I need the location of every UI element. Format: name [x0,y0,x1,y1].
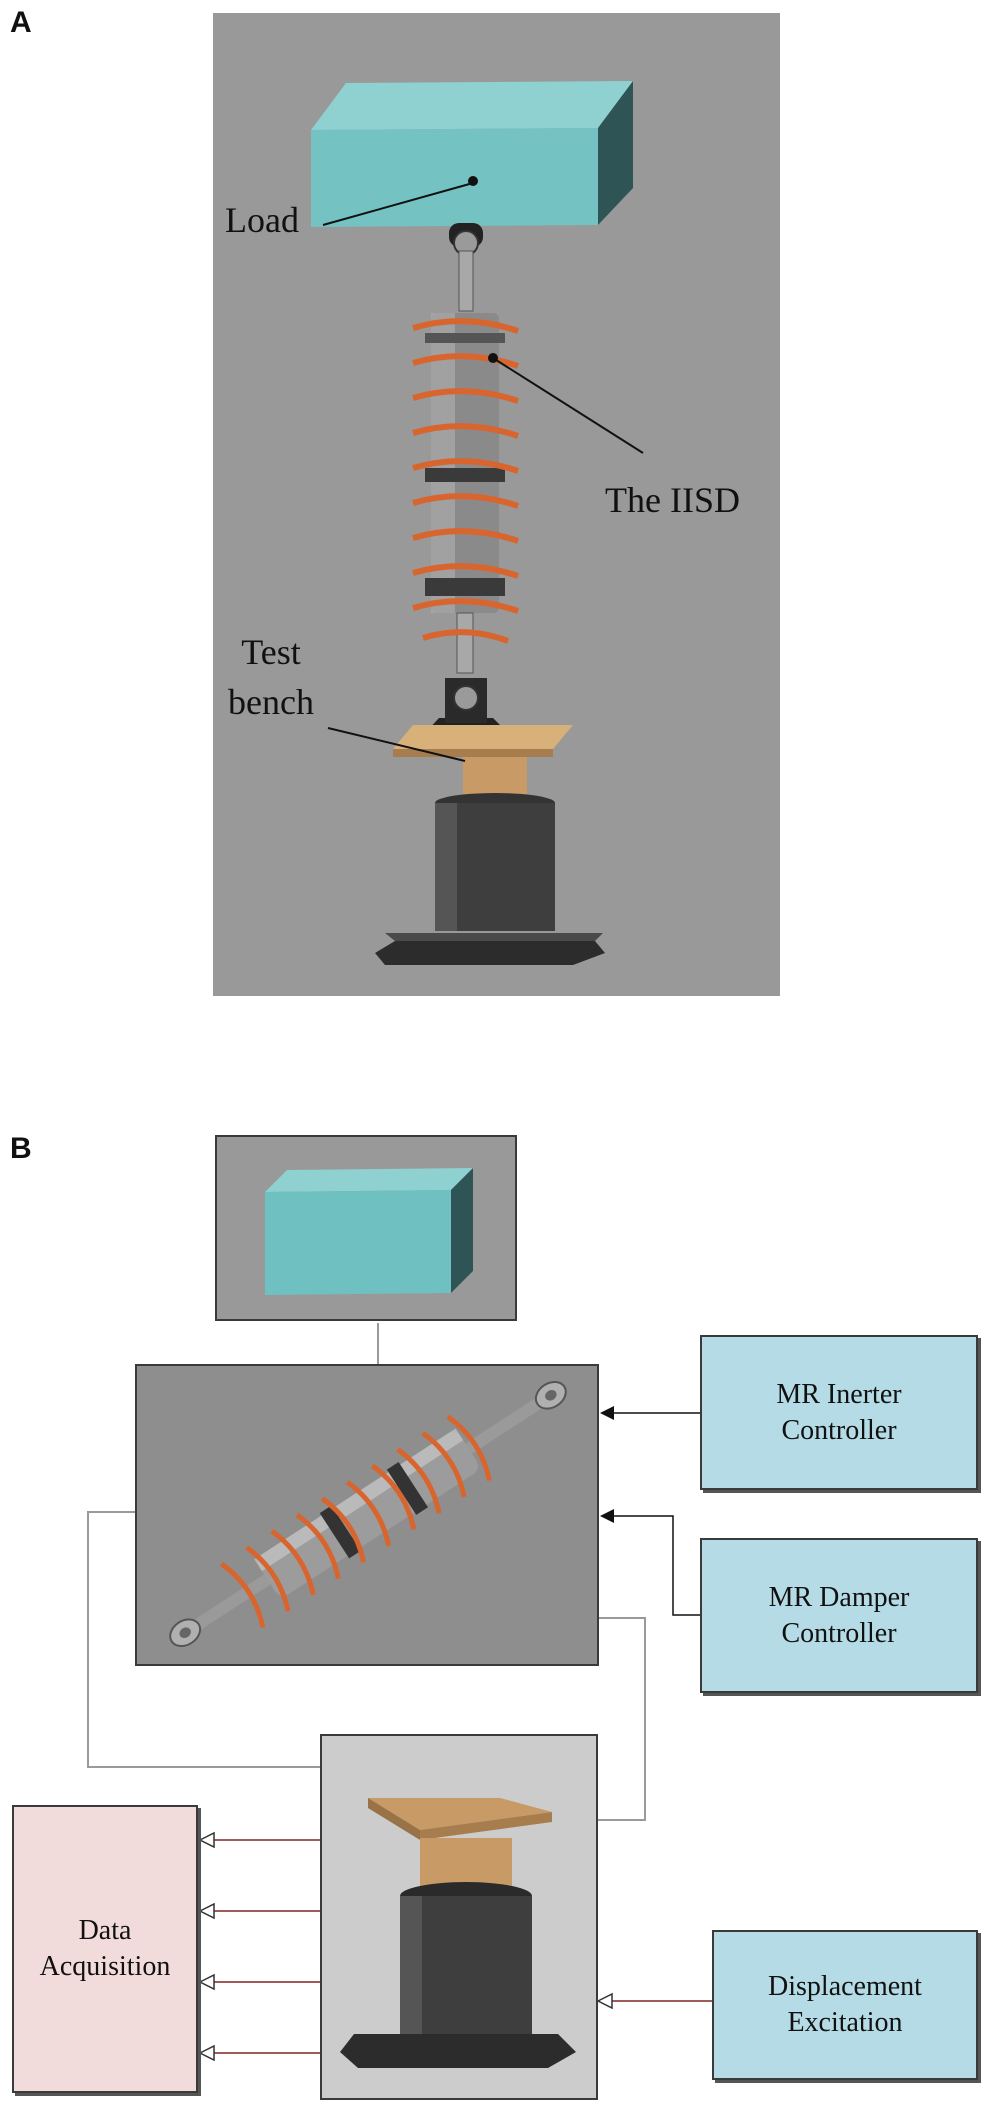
acq-arrowhead-2 [198,1902,215,1920]
bench-render-box [320,1734,598,2100]
damper-arrowhead [600,1509,614,1523]
displacement-line2: Excitation [787,2007,903,2038]
label-load: Load [225,200,299,240]
label-test-bench: Test bench [228,627,314,727]
load-render-box [215,1135,517,1321]
load-leader-dot [468,176,478,186]
panel-b-letter: B [10,1132,32,1165]
test-bench [375,725,605,965]
label-test-bench-line2: bench [228,682,314,722]
mr-inerter-line2: Controller [781,1414,897,1446]
leader-lines [322,182,644,762]
mr-damper-line1: MR Damper [768,1581,910,1613]
mr-inerter-controller-block: MR Inerter Controller [700,1335,978,1490]
displacement-excitation-block: Displacement Excitation [712,1930,978,2080]
displacement-line1: Displacement [768,1971,922,2002]
inerter-arrowhead [600,1406,614,1420]
device-to-bench-right-line [598,1617,646,1821]
upper-joint [449,223,483,312]
acq-arrowhead-1 [198,1831,215,1849]
acq-arrowhead-4 [198,2044,215,2062]
panel-a-letter: A [10,6,32,39]
device-render-box [135,1364,599,1666]
data-acquisition-line1: Data [78,1915,132,1946]
data-acquisition-line2: Acquisition [39,1951,171,1982]
excitation-arrowhead [596,1992,613,2010]
mr-damper-line2: Controller [781,1617,897,1649]
label-the-iisd: The IISD [605,480,740,520]
mr-inerter-line1: MR Inerter [776,1378,902,1410]
mr-damper-controller-block: MR Damper Controller [700,1538,978,1693]
load-block [311,81,633,227]
iisd-leader-dot [488,353,498,363]
device-to-bench-line [87,1511,320,1768]
acq-arrowhead-3 [198,1973,215,1991]
spring-coils [412,318,519,644]
data-acquisition-block: Data Acquisition [12,1805,198,2093]
label-test-bench-line1: Test [241,632,301,672]
damper-signal-line [612,1515,700,1616]
panel-a-render [213,13,780,996]
